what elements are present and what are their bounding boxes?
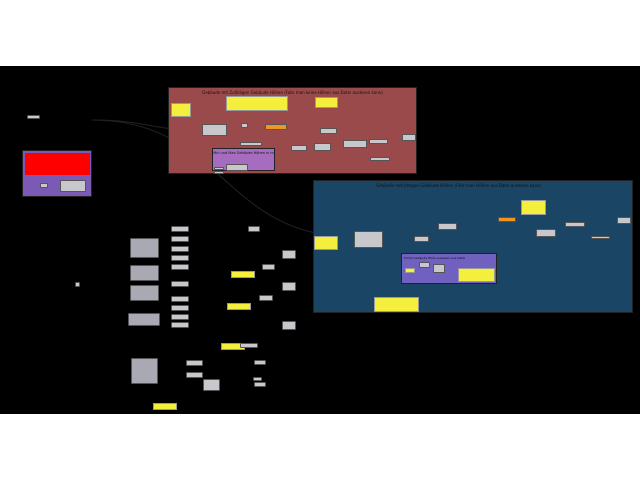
component-node[interactable] [214, 171, 224, 174]
component-node[interactable] [254, 382, 266, 387]
group-title: Gebäude mitrichtigen Gebäude Höhen (Fall… [376, 183, 542, 188]
component-warning[interactable] [265, 124, 287, 130]
component-node[interactable] [253, 377, 262, 381]
panel-component[interactable] [231, 271, 255, 278]
component-node[interactable] [438, 223, 457, 230]
component-node[interactable] [171, 264, 189, 270]
component-node[interactable] [262, 264, 275, 270]
component-node[interactable] [171, 255, 189, 261]
component-node[interactable] [171, 236, 189, 242]
component-node[interactable] [282, 250, 296, 259]
component-node[interactable] [536, 229, 556, 237]
component-node[interactable] [282, 282, 296, 291]
component-node[interactable] [241, 123, 248, 128]
grasshopper-canvas[interactable]: Gebäude mit Zufälligen Gebäude Höhen (Fa… [0, 66, 640, 414]
component-node[interactable] [171, 281, 189, 287]
component-node[interactable] [130, 285, 159, 301]
component-node[interactable] [128, 313, 160, 326]
group-title: Gebäude mit Zufälligen Gebäude Höhen (Fa… [202, 90, 383, 95]
component-node[interactable] [414, 236, 429, 242]
panel-component[interactable] [374, 297, 419, 312]
component-node[interactable] [591, 236, 610, 239]
component-node[interactable] [240, 142, 262, 146]
component-node[interactable] [130, 238, 159, 258]
component-node[interactable] [259, 295, 273, 301]
component-node[interactable] [75, 282, 80, 287]
group-title: Min und Max Gebäude Höhen in m [213, 151, 274, 155]
component-node[interactable] [343, 140, 367, 148]
component-warning[interactable] [498, 217, 516, 222]
component-node[interactable] [240, 343, 258, 348]
component-node[interactable] [214, 167, 224, 170]
component-node[interactable] [419, 262, 430, 268]
component-node[interactable] [291, 145, 307, 151]
component-node[interactable] [171, 322, 189, 328]
component-node[interactable] [171, 246, 189, 252]
panel-component[interactable] [521, 200, 546, 215]
component-node[interactable] [282, 321, 296, 330]
group-title: Echte Gebäude Höhe auslesen aus Datei [404, 256, 466, 260]
component-node[interactable] [186, 360, 203, 366]
panel-component[interactable] [314, 236, 338, 250]
component-node[interactable] [27, 115, 40, 119]
component-node[interactable] [248, 226, 260, 232]
component-node[interactable] [171, 296, 189, 302]
component-node[interactable] [402, 134, 416, 141]
component-node[interactable] [202, 124, 227, 136]
component-node[interactable] [171, 226, 189, 232]
panel-component[interactable] [153, 403, 177, 410]
component-node[interactable] [40, 183, 48, 188]
component-node[interactable] [226, 164, 248, 171]
component-node[interactable] [130, 265, 159, 281]
component-node[interactable] [617, 217, 631, 224]
warning-panel [25, 153, 90, 175]
panel-component[interactable] [226, 96, 288, 111]
component-node[interactable] [354, 231, 383, 248]
component-node[interactable] [186, 372, 203, 378]
component-node[interactable] [171, 305, 189, 311]
wire [91, 119, 355, 238]
component-node[interactable] [60, 180, 86, 192]
panel-component[interactable] [171, 103, 191, 117]
panel-component[interactable] [458, 268, 495, 282]
component-node[interactable] [320, 128, 337, 134]
component-node[interactable] [254, 360, 266, 365]
component-node[interactable] [369, 139, 388, 144]
component-node[interactable] [565, 222, 585, 227]
panel-component[interactable] [405, 268, 415, 273]
component-node[interactable] [314, 143, 331, 151]
component-node[interactable] [131, 358, 158, 384]
component-node[interactable] [433, 264, 445, 273]
panel-component[interactable] [315, 97, 338, 108]
component-node[interactable] [171, 314, 189, 320]
component-node[interactable] [370, 157, 390, 161]
component-node[interactable] [203, 379, 220, 391]
panel-component[interactable] [227, 303, 251, 310]
